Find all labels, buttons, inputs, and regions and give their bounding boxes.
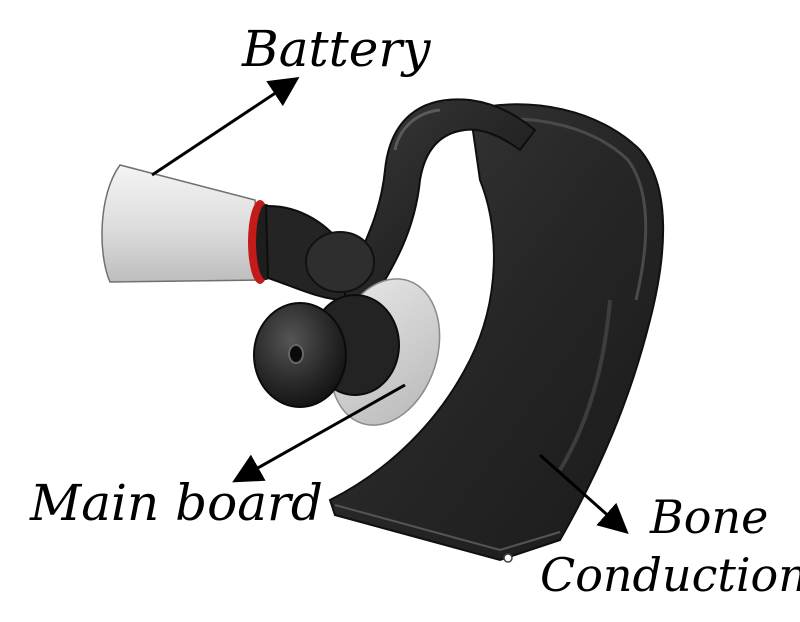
battery-cell [101,164,276,284]
blade-screw [503,553,513,563]
battery-label: Battery [242,20,431,78]
bone-conduction-arrow [539,453,629,534]
battery-neck [264,204,375,302]
main-board-arrow [232,383,406,483]
bone-conduction-label-line2: Conduction [540,548,800,602]
earbud [253,294,400,408]
bone-conduction-label-line1: Bone [650,490,769,544]
bone-conduction-blade [328,103,665,563]
main-board-label: Main board [30,474,323,532]
ear-hook [338,98,537,307]
battery-arrow [151,77,300,177]
callout-arrows [151,77,629,534]
earbud-hole [288,344,304,364]
